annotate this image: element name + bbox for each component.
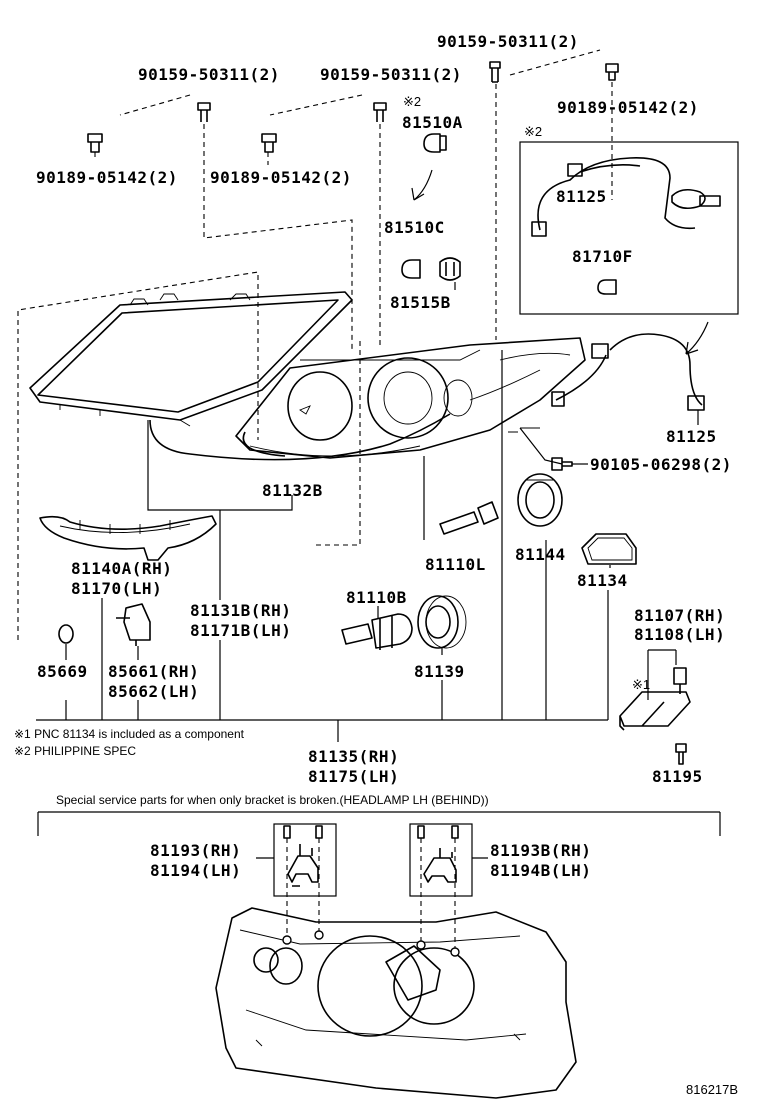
bracket-icon: [417, 825, 459, 883]
harness-inset-box: [519, 141, 739, 315]
bulb-icon: [423, 133, 447, 153]
screw-icon: [551, 457, 573, 471]
label-nut-left: 90189-05142(2): [36, 168, 178, 187]
label-81139: 81139: [414, 662, 465, 681]
label-81125-outer: 81125: [666, 427, 717, 446]
socket-icon: [439, 257, 461, 281]
note-1: ※1 PNC 81134 is included as a component: [14, 727, 245, 741]
label-81175-lh: 81175(LH): [308, 767, 399, 786]
label-81107-rh: 81107(RH): [634, 606, 725, 625]
wire-harness-icon: [551, 333, 705, 411]
screw-icon: [675, 743, 687, 765]
cover-icon: [39, 515, 217, 561]
mark-philippine-harness: ※2: [524, 124, 542, 139]
label-85661-rh: 85661(RH): [108, 662, 199, 681]
headlamp-lens-icon: [29, 291, 353, 427]
label-90105-06298: 90105-06298(2): [590, 455, 732, 474]
actuator-icon: [116, 603, 151, 646]
bracket-box: [409, 823, 473, 897]
label-81194-lh: 81194(LH): [150, 861, 241, 880]
nut-icon: [605, 63, 619, 81]
special-service-note: Special service parts for when only brac…: [56, 793, 489, 807]
label-bolt-mid: 90159-50311(2): [320, 65, 462, 84]
label-81108-lh: 81108(LH): [634, 625, 725, 644]
label-81510a: 81510A: [402, 113, 463, 132]
label-81195: 81195: [652, 767, 703, 786]
label-81144: 81144: [515, 545, 566, 564]
label-81131b-rh: 81131B(RH): [190, 601, 291, 620]
label-81125-inner: 81125: [556, 187, 607, 206]
bolt-icon: [489, 61, 501, 83]
plug-icon: [673, 667, 687, 694]
o-ring-icon: [58, 624, 74, 644]
label-81135-rh: 81135(RH): [308, 747, 399, 766]
bulb-icon: [341, 613, 413, 650]
cap-icon: [517, 473, 563, 527]
cap-icon: [417, 595, 467, 649]
label-nut-right: 90189-05142(2): [557, 98, 699, 117]
hid-computer-icon: [619, 691, 691, 731]
label-81140a-rh: 81140A(RH): [71, 559, 172, 578]
bulb-icon: [401, 259, 421, 279]
note-2: ※2 PHILIPPINE SPEC: [14, 744, 136, 758]
headlamp-rear-view-icon: [215, 907, 577, 1099]
label-81110l: 81110L: [425, 555, 486, 574]
label-bolt-top-center: 90159-50311(2): [437, 32, 579, 51]
headlamp-housing-icon: [235, 337, 586, 459]
label-81193b-rh: 81193B(RH): [490, 841, 591, 860]
label-81110b: 81110B: [346, 588, 407, 607]
label-81193-rh: 81193(RH): [150, 841, 241, 860]
figure-id: 816217B: [686, 1082, 738, 1097]
label-81510c: 81510C: [384, 218, 445, 237]
label-81132b: 81132B: [262, 481, 323, 500]
nut-icon: [261, 133, 277, 153]
label-81710f: 81710F: [572, 247, 633, 266]
mark-component: ※1: [632, 677, 650, 692]
gasket-icon: [581, 533, 637, 565]
bracket-icon: [283, 825, 323, 887]
label-81171b-lh: 81171B(LH): [190, 621, 291, 640]
label-nut-mid: 90189-05142(2): [210, 168, 352, 187]
label-81170-lh: 81170(LH): [71, 579, 162, 598]
label-81515b: 81515B: [390, 293, 451, 312]
bracket-box: [273, 823, 337, 897]
bolt-icon: [197, 102, 211, 122]
bulb-icon: [439, 501, 499, 535]
label-85669: 85669: [37, 662, 88, 681]
label-85662-lh: 85662(LH): [108, 682, 199, 701]
wire-harness-icon: [531, 157, 721, 237]
label-81194b-lh: 81194B(LH): [490, 861, 591, 880]
label-bolt-left: 90159-50311(2): [138, 65, 280, 84]
bulb-icon: [597, 279, 617, 295]
mark-philippine-bulb: ※2: [403, 94, 421, 109]
nut-icon: [87, 133, 103, 153]
label-81134: 81134: [577, 571, 628, 590]
bolt-icon: [373, 102, 387, 122]
